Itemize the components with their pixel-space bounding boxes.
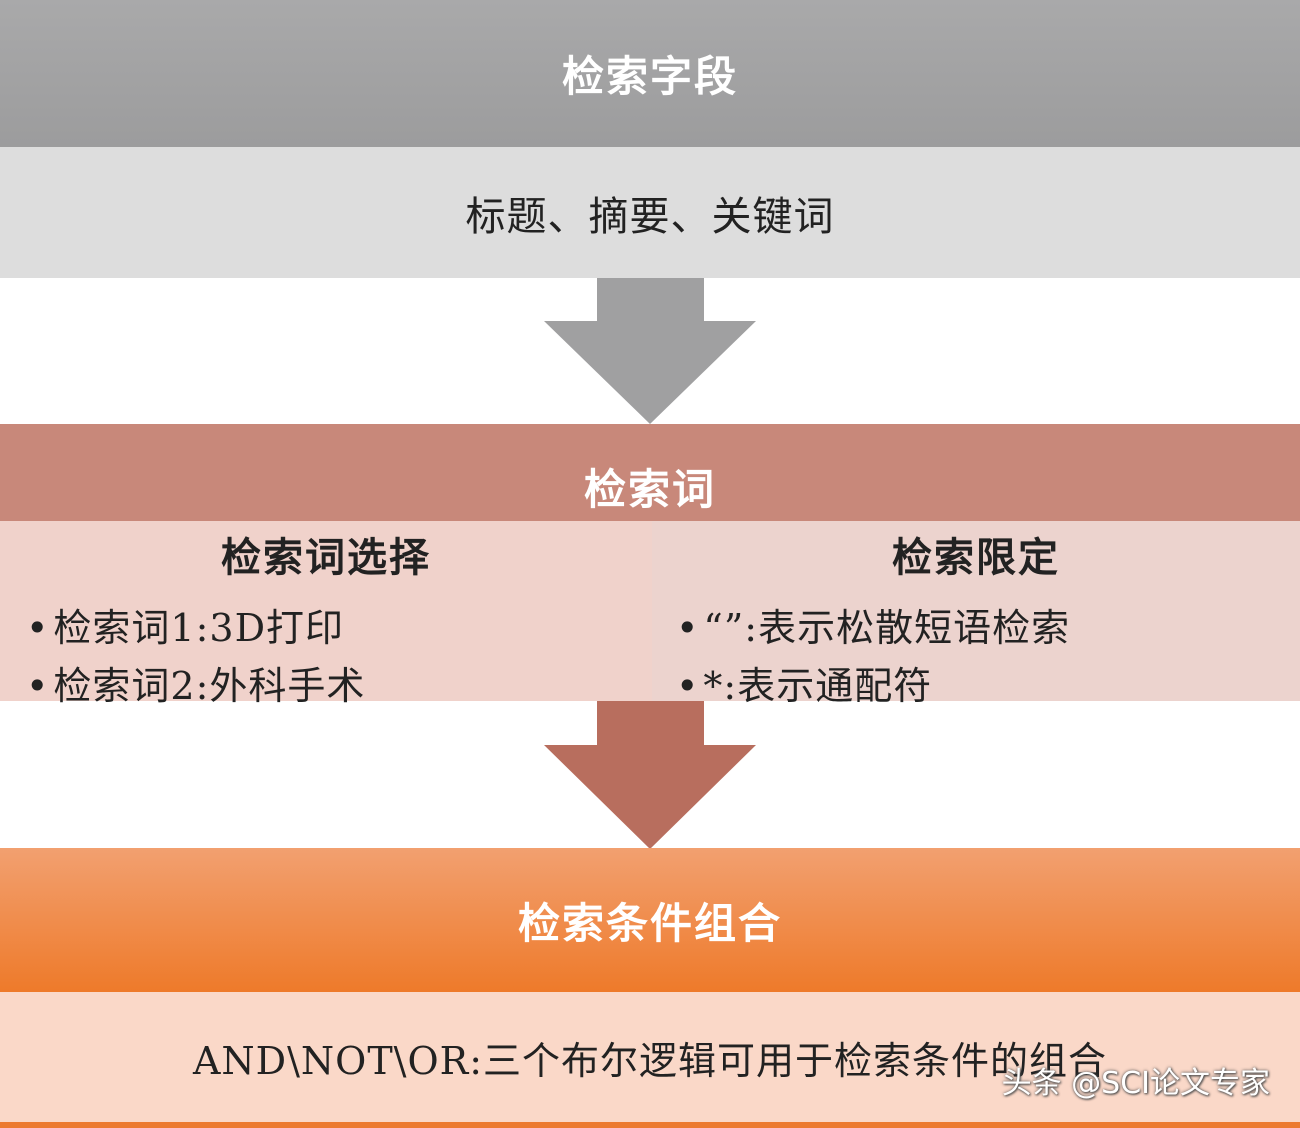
- term-selection-title: 检索词选择: [221, 534, 431, 581]
- list-item: •检索词2:外科手术: [26, 655, 365, 710]
- bullet-icon: •: [26, 664, 50, 708]
- stage2-header: 检索词: [0, 424, 1300, 521]
- stage1-header: 检索字段: [0, 0, 1300, 147]
- bullet-icon: •: [676, 606, 700, 650]
- limit-2: *:表示通配符: [703, 664, 933, 708]
- stage2-title: 检索词: [583, 465, 716, 514]
- list-item: •*:表示通配符: [676, 655, 932, 710]
- term-2: 检索词2:外科手术: [53, 664, 366, 708]
- list-item: •“”:表示松散短语检索: [676, 597, 1070, 652]
- stage1-body: 标题、摘要、关键词: [0, 147, 1300, 278]
- stage1-title: 检索字段: [561, 52, 738, 101]
- stage3-content: AND\NOT\OR:三个布尔逻辑可用于检索条件的组合: [192, 1038, 1108, 1083]
- list-item: •检索词1:3D打印: [26, 597, 344, 652]
- limit-1: “”:表示松散短语检索: [703, 606, 1071, 650]
- stage3-body: AND\NOT\OR:三个布尔逻辑可用于检索条件的组合: [0, 992, 1300, 1122]
- bullet-icon: •: [26, 606, 50, 650]
- down-arrow-icon: [544, 701, 756, 849]
- search-limit-title: 检索限定: [892, 534, 1060, 581]
- search-limit-column: 检索限定 •“”:表示松散短语检索 •*:表示通配符: [652, 521, 1300, 708]
- stage2-body: 检索词选择 •检索词1:3D打印 •检索词2:外科手术 检索限定 •“”:表示松…: [0, 521, 1300, 708]
- bottom-divider: [0, 1122, 1300, 1128]
- down-arrow-icon: [544, 278, 756, 424]
- stage3-header: 检索条件组合: [0, 848, 1300, 992]
- term-1: 检索词1:3D打印: [53, 606, 345, 650]
- watermark: 头条 @SCI论文专家: [1001, 1066, 1270, 1101]
- bullet-icon: •: [676, 664, 700, 708]
- stage3-title: 检索条件组合: [517, 898, 782, 948]
- stage1-content: 标题、摘要、关键词: [465, 193, 835, 240]
- term-selection-column: 检索词选择 •检索词1:3D打印 •检索词2:外科手术: [0, 521, 652, 708]
